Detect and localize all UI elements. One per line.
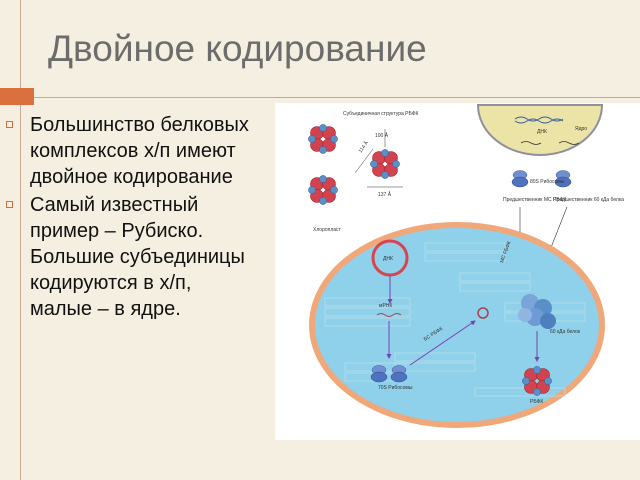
protein-60kda-label: 60 кДа белок <box>550 329 581 335</box>
bullet-item: Большинство белковых комплексов х/п имею… <box>6 112 256 190</box>
dimension-label: 114 Å <box>357 139 370 154</box>
slide-title: Двойное кодирование <box>48 28 427 69</box>
precursor-ms-label: Предшественник МС РБФК <box>503 197 566 203</box>
bullet-text: Большинство белковых комплексов х/п имею… <box>30 114 249 188</box>
chloroplast-dna-label: ДНК <box>383 256 393 262</box>
precursor-60kda-label: Предшественник 60 кДа белка <box>553 197 624 203</box>
chloroplast-shape <box>309 222 605 428</box>
square-bullet-icon <box>6 201 13 208</box>
slide-vertical-rule <box>20 0 21 480</box>
rbfk-label: РБФК <box>530 399 543 405</box>
ribosome-80s-label: 80S Рибосомы <box>530 179 565 185</box>
chloroplast-label: Хлоропласт <box>313 227 342 233</box>
dimension-label: 100 Å <box>375 132 389 139</box>
rubisco-diagram-svg: Субъединичная структура РБФК 100 Å 114 Å… <box>275 104 624 428</box>
bullet-item: Самый известный пример – Рубиско. Больши… <box>6 192 256 322</box>
square-bullet-icon <box>6 121 13 128</box>
ribosome-icon <box>511 170 529 188</box>
dimension-label: 137 Å <box>378 191 392 198</box>
rubisco-diagram: Субъединичная структура РБФК 100 Å 114 Å… <box>275 103 640 440</box>
nucleus-dna-label: ДНК <box>537 129 547 135</box>
ribosome-70s-label: 70S Рибосомы <box>378 385 413 391</box>
rubisco-complex-icon <box>308 124 337 153</box>
mrna-label: мРНК <box>379 303 392 309</box>
nucleus-label: Ядро <box>575 126 587 132</box>
rubisco-complex-icon <box>370 149 399 178</box>
chaperone-complex-icon <box>518 294 556 329</box>
ribosome-icon <box>390 365 408 383</box>
chloroplast-dna-ring <box>371 239 409 277</box>
title-accent-bar <box>0 88 34 105</box>
subunit-structure-label: Субъединичная структура РБФК <box>343 111 419 117</box>
slide-horizontal-rule <box>0 97 640 98</box>
bullet-text: Самый известный пример – Рубиско. Больши… <box>30 194 245 320</box>
bullet-list: Большинство белковых комплексов х/п имею… <box>6 112 256 324</box>
nucleus-shape <box>476 104 604 156</box>
ribosome-icon <box>370 365 388 383</box>
rubisco-complex-icon <box>308 175 337 204</box>
